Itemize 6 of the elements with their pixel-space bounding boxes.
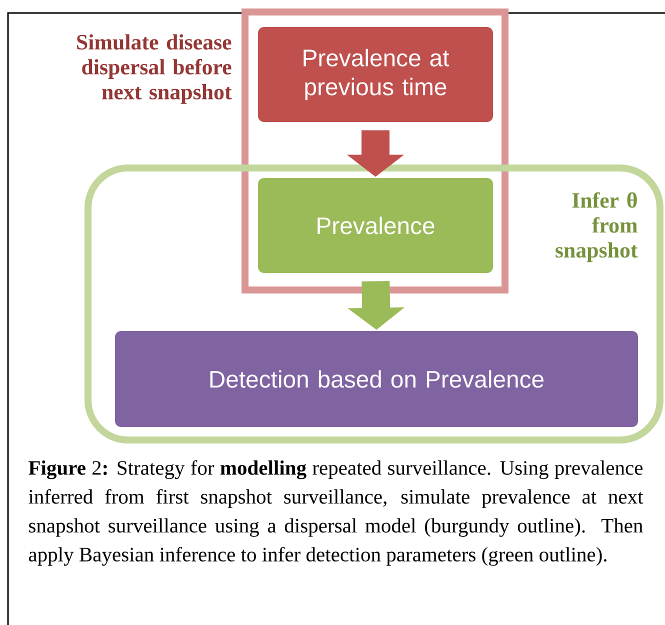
group-label: Simulate disease dispersal before next snapshot [77,34,232,104]
process-box: Prevalence at previous time [258,27,493,122]
figure-caption: Figure 2: Strategy for modelling repeated surveillance. Using prevalence inferred from first snapshot surveillance, simulate prevalence at next snapshot surveillance using a dispersal model (burgundy outline). Then apply Bayesian inference to infer detection parameters (green outline). [28,460,644,566]
process-box: Detection based on Prevalence [115,331,638,427]
process-box: Prevalence [258,178,493,273]
group-label: Infer θ from snapshot [556,192,638,262]
